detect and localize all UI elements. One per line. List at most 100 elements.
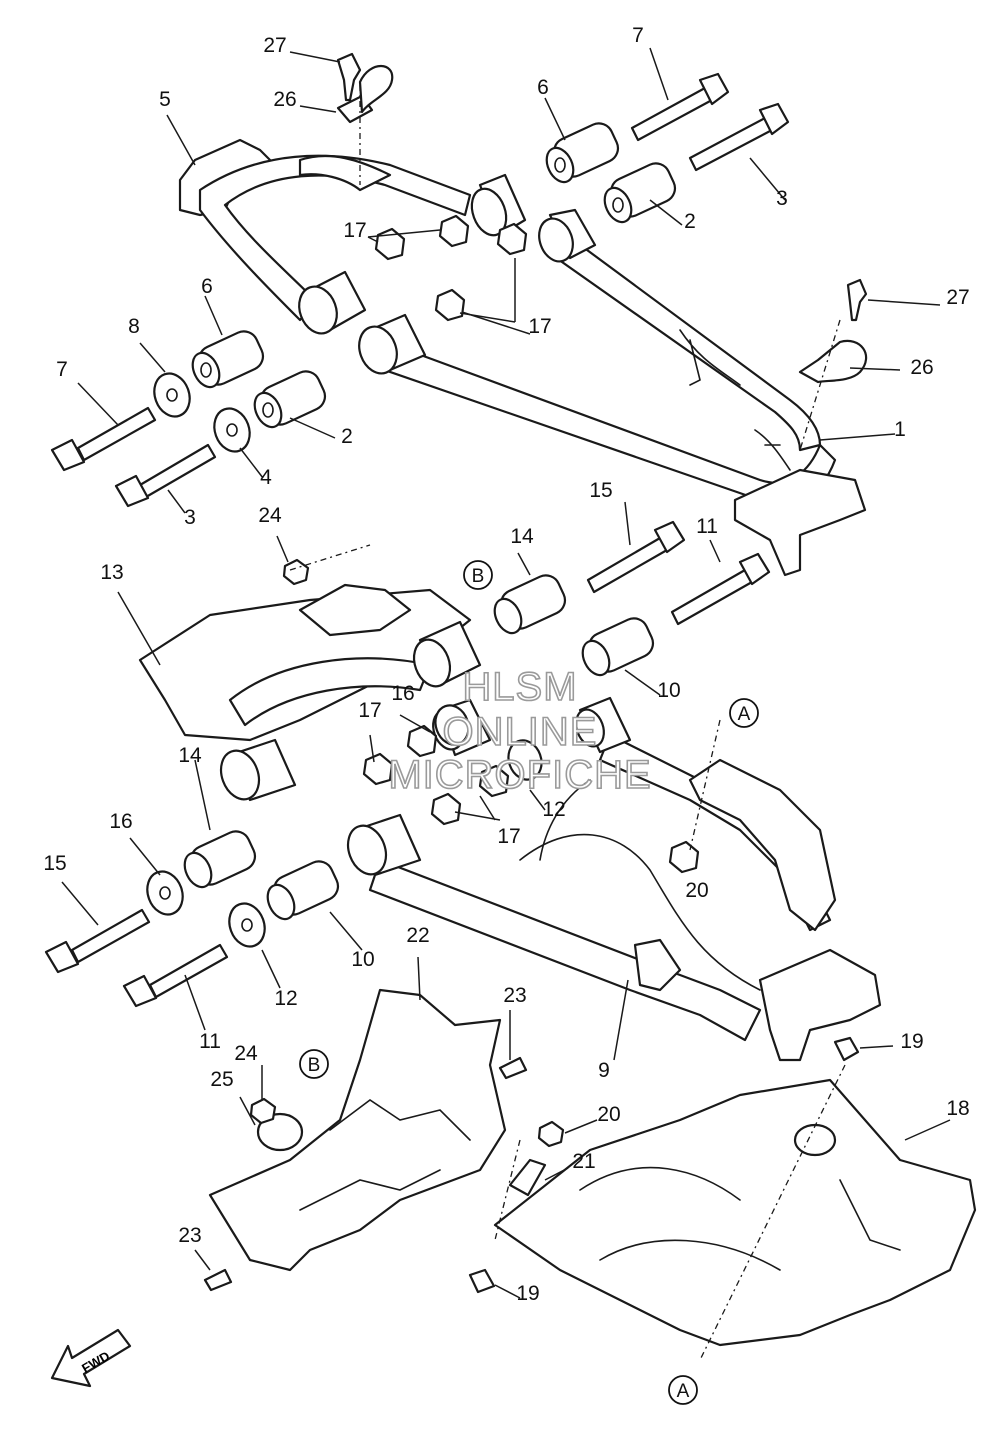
lower-arm-assembly (138, 583, 882, 1062)
lower-arm-front-bracket (758, 948, 882, 1062)
grommet-25 (256, 1112, 304, 1152)
nut-17-b (374, 227, 406, 261)
guards (203, 988, 977, 1347)
washer-12-right (507, 739, 543, 781)
bushing-6-top (545, 122, 620, 184)
part-label-p26b: 26 (910, 356, 933, 379)
lower-arm-balljoint-housing (688, 758, 837, 932)
part-label-p9: 9 (598, 1059, 610, 1082)
callout-letter: A (738, 704, 751, 725)
part-label-p19b: 19 (516, 1282, 539, 1305)
part-label-p26a: 26 (273, 88, 296, 111)
clip-21 (508, 1158, 547, 1197)
upper-bolts (50, 52, 868, 508)
part-label-p25: 25 (210, 1068, 233, 1091)
upper-arm-balljoint-bracket (733, 468, 867, 577)
upper-arm-gusset (298, 154, 392, 192)
callout-layer: B A B A (299, 560, 759, 1405)
part-label-p10b: 10 (351, 948, 374, 971)
washer-4 (213, 407, 251, 453)
bolt-7-top (630, 72, 730, 142)
watermark: HLSM ONLINE MICROFICHE (388, 664, 652, 798)
part-label-p16a: 16 (391, 682, 414, 705)
part-label-p17d: 17 (497, 825, 520, 848)
bolt-15-left (44, 908, 151, 974)
part-label-p27a: 27 (263, 34, 286, 57)
bolt-15-top (586, 520, 686, 594)
part-label-p17b: 17 (528, 315, 551, 338)
part-label-p11b: 11 (199, 1030, 221, 1053)
callout-circle (668, 1375, 698, 1405)
part-label-p1: 1 (894, 418, 906, 441)
callout-circle (299, 1049, 329, 1079)
bolt-11-left (122, 943, 229, 1008)
bushing-10-left (266, 860, 340, 921)
upper-arm-assembly (178, 138, 867, 577)
bolt-27-right (846, 278, 868, 322)
upper-bushings (153, 122, 677, 453)
screw-23-top (498, 1056, 528, 1080)
bushing-2-top (603, 162, 677, 224)
part-label-p17c: 17 (358, 699, 381, 722)
part-label-p4: 4 (260, 466, 272, 489)
bushing-14-top (493, 574, 567, 635)
part-label-p11a: 11 (696, 515, 718, 538)
part-label-p17a: 17 (343, 219, 366, 242)
nut-20-mid (668, 840, 700, 874)
bolt-7-left (50, 406, 157, 472)
lower-arm-sway-mount (633, 938, 682, 992)
nut-17-c (496, 222, 528, 256)
leader-lines (61, 47, 951, 1361)
upper-arm-rear-tube (543, 228, 822, 452)
part-label-p5: 5 (159, 88, 171, 111)
bushing-14-left (183, 830, 257, 889)
bolt-11-top (670, 552, 771, 626)
callout-cA2: A (668, 1375, 698, 1405)
guard-18 (493, 1078, 977, 1347)
nut-20-bottom (537, 1120, 565, 1148)
guard-22 (208, 988, 507, 1272)
part-label-p3b: 3 (184, 506, 196, 529)
nut-17-e (406, 724, 438, 758)
part-label-p14b: 14 (178, 744, 202, 767)
part-label-p14a: 14 (510, 525, 534, 548)
nut-17-d (434, 288, 466, 322)
washer-16-left (146, 870, 184, 916)
callout-cB2: B (299, 1049, 329, 1079)
washer-12-left (228, 902, 266, 948)
washer-16-right (434, 704, 470, 746)
part-label-p24b: 24 (234, 1042, 258, 1065)
part-label-p8: 8 (128, 315, 140, 338)
washer-8 (153, 372, 191, 418)
part-label-p7b: 7 (56, 358, 68, 381)
part-label-p7a: 7 (632, 24, 644, 47)
bolt-19-bottom (468, 1268, 496, 1294)
part-label-p12b: 12 (274, 987, 297, 1010)
nut-17-f (362, 752, 394, 786)
fwd-arrow-icon (50, 1328, 132, 1388)
part-label-p22: 22 (406, 924, 429, 947)
callout-letter: A (677, 1381, 690, 1402)
lower-arm-gusset-upper (298, 583, 412, 637)
bolt-3-left (114, 443, 217, 508)
nut-17-a (438, 214, 470, 248)
part-label-p15b: 15 (43, 852, 66, 875)
part-label-p6b: 6 (201, 275, 213, 298)
callout-cB1: B (463, 560, 493, 590)
part-label-p23a: 23 (503, 984, 526, 1007)
callout-letter: B (472, 566, 485, 587)
watermark-line-1: HLSM (462, 665, 577, 709)
nut-24-bottom (249, 1097, 277, 1125)
bushing-2-left (253, 370, 327, 429)
bushing-6-left (191, 330, 265, 389)
bolt-3-top (688, 102, 790, 172)
callout-circle (463, 560, 493, 590)
bolt-27-top (336, 52, 362, 102)
nut-17-h (430, 792, 462, 826)
callout-circle (729, 698, 759, 728)
callout-cA1: A (729, 698, 759, 728)
part-label-p18: 18 (946, 1097, 969, 1120)
screw-23-bottom (203, 1268, 233, 1292)
